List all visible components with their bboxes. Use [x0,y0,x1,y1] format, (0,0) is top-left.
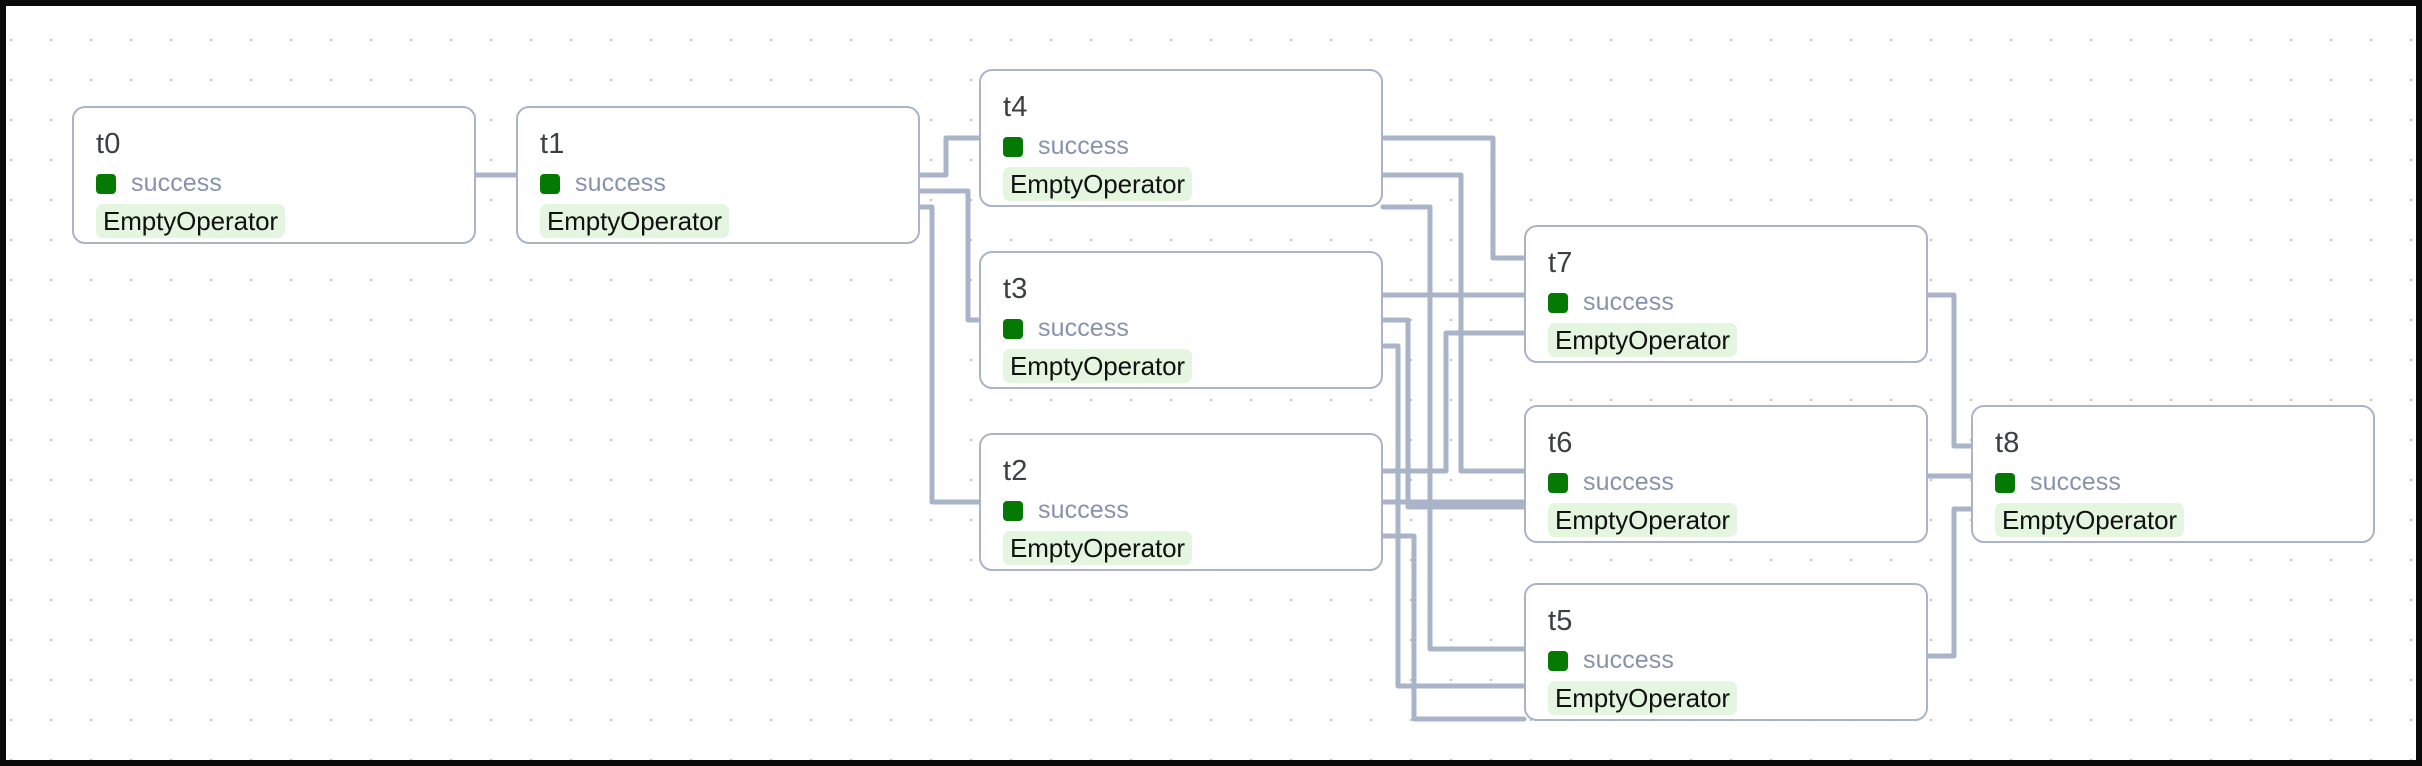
task-state-label: success [131,169,223,197]
task-operator-badge: EmptyOperator [1548,322,1737,358]
task-operator-badge: EmptyOperator [96,203,285,239]
task-state-label: success [575,169,667,197]
task-operator-badge: EmptyOperator [1003,530,1192,566]
task-state-label: success [1038,132,1130,160]
task-state-label: success [1583,646,1675,674]
status-square-icon [1548,292,1568,313]
task-operator-badge: EmptyOperator [1003,166,1192,202]
status-square-icon [96,173,116,194]
task-operator-badge: EmptyOperator [1995,502,2184,538]
task-state-row: success [540,169,918,198]
task-node-id: t1 [540,128,565,160]
task-operator-badge: EmptyOperator [1548,680,1737,716]
task-state-label: success [1583,468,1675,496]
task-node-id: t4 [1003,91,1028,123]
status-square-icon [1995,472,2015,493]
task-operator-badge: EmptyOperator [1003,348,1192,384]
task-state-label: success [1038,314,1130,342]
task-node-id: t8 [1995,427,2020,459]
task-state-row: success [1548,646,1926,675]
task-state-row: success [96,169,474,198]
task-state-label: success [1583,288,1675,316]
task-node-id: t3 [1003,273,1028,305]
status-square-icon [1003,500,1023,521]
task-operator-badge: EmptyOperator [540,203,729,239]
task-state-row: success [1995,468,2373,497]
task-state-row: success [1548,468,1926,497]
task-node-id: t2 [1003,455,1028,487]
task-operator-badge: EmptyOperator [1548,502,1737,538]
task-node-id: t7 [1548,247,1573,279]
task-state-label: success [1038,496,1130,524]
task-node-id: t0 [96,128,121,160]
status-square-icon [1548,472,1568,493]
task-state-label: success [2030,468,2122,496]
status-square-icon [1548,650,1568,671]
task-node-id: t6 [1548,427,1573,459]
task-state-row: success [1003,132,1381,161]
task-state-row: success [1003,314,1381,343]
task-node-id: t5 [1548,605,1573,637]
task-state-row: success [1003,496,1381,525]
status-square-icon [1003,136,1023,157]
status-square-icon [1003,318,1023,339]
task-state-row: success [1548,288,1926,317]
status-square-icon [540,173,560,194]
